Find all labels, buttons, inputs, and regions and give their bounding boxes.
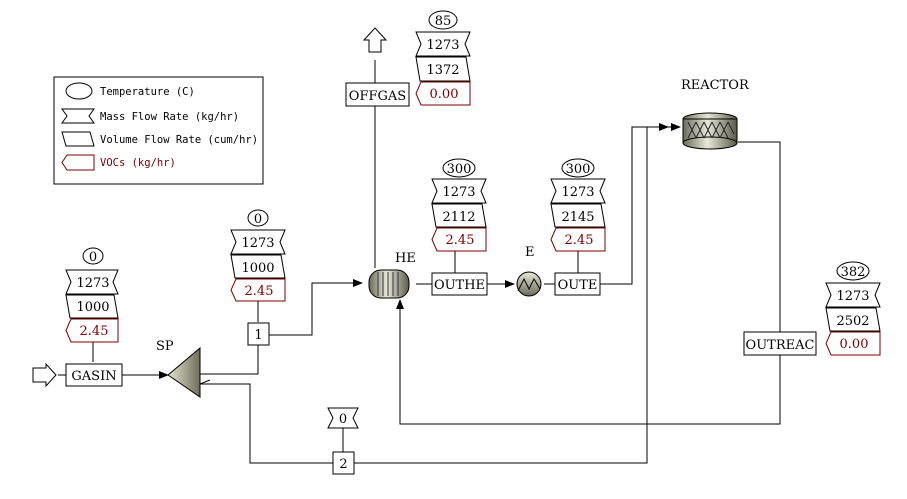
stream-1-label: 1: [254, 328, 262, 343]
legend-mass-flow: Mass Flow Rate (kg/hr): [100, 111, 239, 123]
reactor[interactable]: REACTOR: [681, 78, 750, 150]
outreac-label: OUTREAC: [746, 338, 815, 353]
oute-results: 300 1273 2145 2.45: [550, 158, 606, 252]
outreac-volume-flow: 2502: [836, 314, 869, 329]
oute-volume-flow: 2145: [561, 210, 594, 225]
legend-volume-flow: Volume Flow Rate (cum/hr): [100, 134, 258, 146]
outhe-results: 300 1273 2112 2.45: [431, 158, 487, 252]
outhe-label: OUTHE: [434, 278, 485, 293]
stream-label-outreac[interactable]: OUTREAC: [743, 331, 817, 356]
stream-1-vocs: 2.45: [245, 284, 274, 299]
legend-vocs: VOCs (kg/hr): [100, 157, 176, 169]
product-arrow-icon: [362, 27, 388, 53]
outreac-results: 382 1273 2502 0.00: [825, 261, 881, 356]
stream-2-label: 2: [339, 457, 347, 472]
stream-2-results: 0: [327, 407, 359, 429]
vocs-legend-icon: [61, 154, 95, 171]
outhe-vocs: 2.45: [446, 233, 475, 248]
heater-label: E: [525, 245, 535, 260]
volume-flow-legend-icon: [61, 131, 95, 147]
splitter-sp[interactable]: SP: [156, 339, 201, 398]
gasin-volume-flow: 1000: [76, 300, 109, 315]
stream-lines: [58, 60, 781, 464]
gasin-vocs: 2.45: [80, 324, 109, 339]
outhe-temperature: 300: [447, 162, 472, 177]
stream-2-temperature: 0: [339, 412, 347, 427]
legend-temperature: Temperature (C): [100, 86, 195, 98]
outreac-temperature: 382: [841, 265, 866, 280]
stream-label-gasin[interactable]: GASIN: [65, 363, 123, 387]
outhe-volume-flow: 2112: [442, 210, 475, 225]
offgas-temperature: 85: [435, 14, 452, 29]
outhe-mass-flow: 1273: [442, 185, 475, 200]
oute-label: OUTE: [558, 278, 598, 293]
stream-label-1[interactable]: 1: [247, 322, 270, 346]
mass-flow-legend-icon: [61, 108, 95, 124]
stream-1-mass-flow: 1273: [241, 236, 274, 251]
reactor-label: REACTOR: [681, 78, 750, 93]
stream-label-oute[interactable]: OUTE: [554, 272, 601, 296]
oute-mass-flow: 1273: [561, 185, 594, 200]
stream-1-volume-flow: 1000: [241, 261, 274, 276]
feed-arrow-icon: [32, 362, 57, 388]
splitter-label: SP: [156, 339, 174, 354]
offgas-volume-flow: 1372: [426, 63, 459, 78]
heat-exchanger-label: HE: [395, 251, 416, 266]
offgas-label: OFFGAS: [349, 89, 406, 104]
offgas-results: 85 1273 1372 0.00: [415, 10, 471, 106]
offgas-mass-flow: 1273: [426, 38, 459, 53]
outreac-mass-flow: 1273: [836, 289, 869, 304]
oute-temperature: 300: [566, 162, 591, 177]
gasin-mass-flow: 1273: [76, 276, 109, 291]
stream-1-results: 0 1273 1000 2.45: [230, 209, 286, 302]
stream-label-outhe[interactable]: OUTHE: [431, 272, 488, 296]
stream-label-2[interactable]: 2: [332, 451, 355, 475]
gasin-temperature: 0: [89, 250, 97, 265]
gasin-results: 0 1273 1000 2.45: [65, 247, 119, 343]
heat-exchanger-he[interactable]: HE: [368, 251, 416, 299]
legend: Temperature (C) Mass Flow Rate (kg/hr) V…: [53, 76, 264, 185]
gasin-label: GASIN: [71, 369, 116, 384]
heater-e[interactable]: E: [516, 245, 542, 297]
oute-vocs: 2.45: [565, 233, 594, 248]
outreac-vocs: 0.00: [840, 337, 869, 352]
stream-1-temperature: 0: [254, 212, 262, 227]
stream-label-offgas[interactable]: OFFGAS: [345, 82, 410, 107]
temperature-legend-icon: [65, 82, 93, 100]
offgas-vocs: 0.00: [430, 87, 459, 102]
